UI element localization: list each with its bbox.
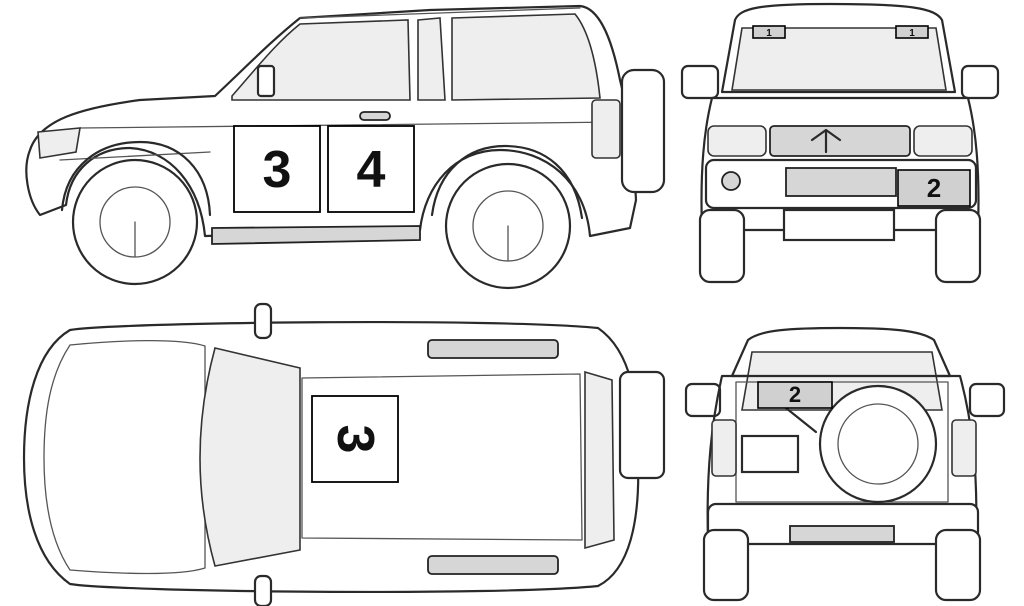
side-taillight [591, 99, 621, 159]
top-roof-rail-left [427, 339, 559, 359]
top-view: 3 [22, 302, 666, 606]
front-skid-plate [782, 208, 896, 242]
front-decal-plate-2 [897, 169, 971, 207]
windshield-tag-left-number: 1 [766, 28, 772, 39]
side-mirror [256, 64, 276, 98]
side-step [211, 225, 421, 245]
top-decal-number-3: 3 [326, 425, 384, 454]
side-decal-plate-3 [233, 125, 321, 213]
side-belt-line [79, 121, 621, 129]
rear-mirror-left [684, 382, 722, 418]
top-roof [301, 373, 583, 541]
rear-decal-plate-2 [757, 381, 833, 409]
side-decal-plate-4 [327, 125, 415, 213]
top-roof-rail-right [427, 555, 559, 575]
windshield-tag-left [752, 25, 786, 39]
top-windshield [199, 347, 301, 567]
side-decal-number-4: 4 [357, 141, 386, 199]
top-mirror-right [253, 574, 273, 606]
rear-tire-left [702, 528, 750, 602]
front-windshield [731, 27, 947, 91]
side-front-arch [60, 140, 212, 217]
top-body-outline [22, 320, 640, 594]
side-door-handle [359, 111, 391, 121]
top-hood [43, 339, 206, 575]
rear-decal-number-2: 2 [789, 382, 801, 407]
rear-bumper [706, 502, 980, 546]
front-mirror-left [680, 64, 720, 100]
top-rear-window [584, 370, 615, 550]
top-decal-plate-3 [311, 395, 399, 483]
windshield-tag-right-number: 1 [909, 28, 915, 39]
side-rear-arch [430, 144, 584, 220]
rear-lower-trim [789, 525, 895, 543]
side-front-wheel [71, 158, 199, 286]
side-headlight [37, 127, 81, 159]
front-badge-icon [810, 128, 842, 154]
rear-cab-outline [730, 326, 952, 378]
front-headlight-right [913, 125, 973, 157]
front-fog-lamp [721, 171, 741, 191]
front-tire-left [698, 208, 746, 284]
side-hood-crease [59, 151, 211, 161]
front-cab-outline [720, 2, 957, 94]
side-decal-number-3: 3 [263, 141, 292, 199]
top-mirror-left [253, 302, 273, 340]
side-front-window [231, 19, 411, 101]
rear-plate-area [740, 434, 800, 474]
side-rear-window [451, 13, 601, 101]
side-roof-line [299, 7, 581, 19]
rear-taillight-left [711, 419, 737, 477]
rear-spare-tire [818, 384, 938, 504]
side-body-outline [25, 4, 638, 238]
front-decal-number-2: 2 [927, 173, 941, 203]
front-lower-grille [785, 167, 897, 197]
top-spare-tire [618, 370, 666, 480]
side-spare-tire [620, 68, 666, 194]
side-rear-wheel [444, 162, 572, 290]
rear-tire-right [934, 528, 982, 602]
rear-view: 2 [684, 326, 1006, 602]
rear-wiper [784, 406, 818, 434]
front-mirror-right [960, 64, 1000, 100]
front-tire-right [934, 208, 982, 284]
side-view: 3 4 [25, 4, 666, 290]
rear-mirror-right [968, 382, 1006, 418]
front-view: 1 1 2 [680, 2, 1000, 284]
front-headlight-left [707, 125, 767, 157]
side-b-pillar-window [417, 17, 446, 101]
rear-taillight-right [951, 419, 977, 477]
windshield-tag-right [895, 25, 929, 39]
